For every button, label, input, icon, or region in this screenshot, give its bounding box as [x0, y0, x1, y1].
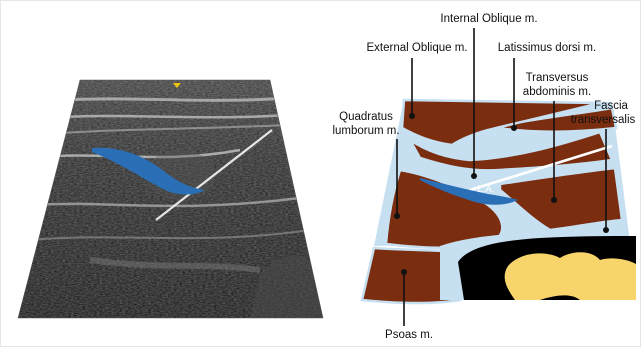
transversus-label-line1: Transversus: [526, 72, 589, 84]
internal-oblique-label: Internal Oblique m.: [440, 13, 537, 25]
quadratus-label-line1: Quadratus: [339, 111, 393, 123]
transversus-label-line2: abdominis m.: [523, 86, 591, 98]
psoas-label: Psoas m.: [385, 329, 433, 341]
internal-oblique-dot: [471, 173, 477, 179]
visceral-fat: [505, 252, 636, 300]
latissimus-dorsi-dot: [511, 125, 517, 131]
fascia-dot: [603, 227, 609, 233]
fascia-label-line1: Fascia: [594, 100, 628, 112]
external-oblique-dot: [409, 113, 415, 119]
quadratus-dot: [394, 213, 400, 219]
external-oblique-label: External Oblique m.: [367, 42, 468, 54]
local-anesthetic-label: L.A.: [478, 184, 495, 195]
fascia-label-line2: transversalis: [571, 114, 636, 126]
ultrasound-image: [0, 70, 340, 330]
latissimus-dorsi-label: Latissimus dorsi m.: [498, 42, 596, 54]
transversus-dot: [551, 197, 557, 203]
psoas-dot: [401, 269, 407, 275]
quadratus-label-line2: lumborum m.: [332, 125, 399, 137]
